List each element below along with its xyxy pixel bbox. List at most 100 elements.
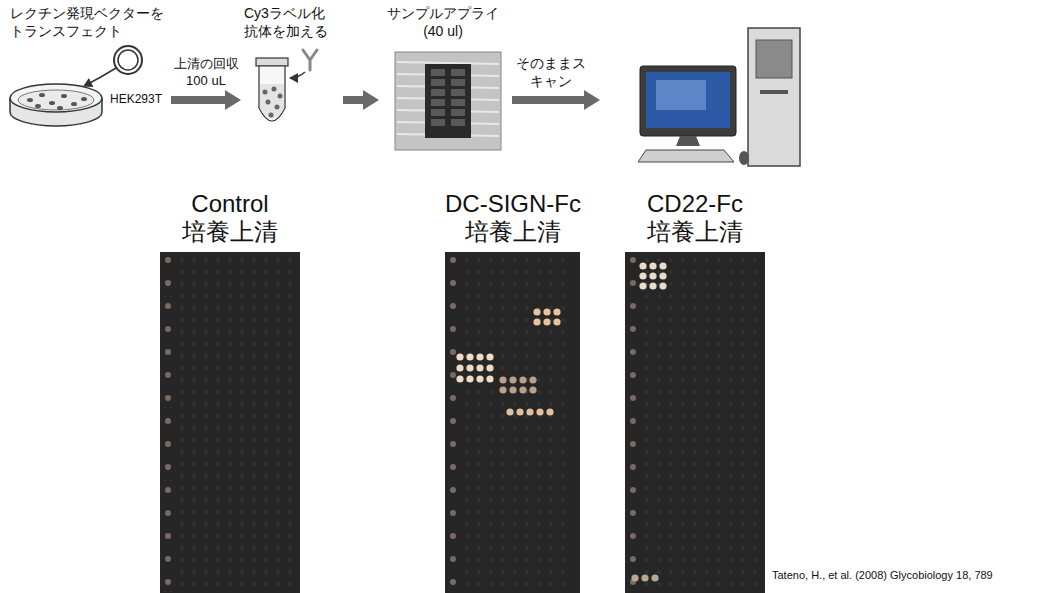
blank-spot bbox=[180, 462, 184, 466]
blank-spot bbox=[264, 486, 268, 490]
blank-spot bbox=[657, 510, 661, 514]
blank-spot bbox=[501, 342, 505, 346]
blank-spot bbox=[549, 582, 553, 586]
step-note: そのままス キャン bbox=[512, 54, 590, 90]
blank-spot bbox=[264, 582, 268, 586]
blank-spot bbox=[537, 426, 541, 430]
blank-spot bbox=[228, 330, 232, 334]
scanner-panel bbox=[756, 40, 792, 78]
bound-spot bbox=[476, 364, 483, 371]
blank-spot bbox=[669, 558, 673, 562]
blank-spot bbox=[753, 498, 757, 502]
blank-spot bbox=[705, 486, 709, 490]
blank-spot bbox=[513, 438, 517, 442]
marker-spot bbox=[450, 280, 456, 286]
blank-spot bbox=[693, 582, 697, 586]
blank-spot bbox=[489, 486, 493, 490]
blank-spot bbox=[525, 294, 529, 298]
blank-spot bbox=[537, 258, 541, 262]
bound-spot bbox=[506, 408, 513, 415]
blank-spot bbox=[204, 306, 208, 310]
bound-spot bbox=[543, 308, 550, 315]
blank-spot bbox=[561, 462, 565, 466]
blank-spot bbox=[180, 318, 184, 322]
marker-spot bbox=[630, 510, 636, 516]
blank-spot bbox=[549, 462, 553, 466]
blank-spot bbox=[477, 570, 481, 574]
blank-spot bbox=[669, 270, 673, 274]
blank-spot bbox=[180, 402, 184, 406]
tube-cap bbox=[256, 58, 288, 66]
blank-spot bbox=[288, 270, 292, 274]
blank-spot bbox=[561, 438, 565, 442]
blank-spot bbox=[204, 366, 208, 370]
bound-spot bbox=[641, 574, 648, 581]
bound-spot bbox=[466, 364, 473, 371]
blank-spot bbox=[489, 258, 493, 262]
blank-spot bbox=[753, 522, 757, 526]
blank-spot bbox=[513, 522, 517, 526]
blank-spot bbox=[252, 342, 256, 346]
blank-spot bbox=[501, 402, 505, 406]
blank-spot bbox=[549, 486, 553, 490]
blank-spot bbox=[465, 474, 469, 478]
blank-spot bbox=[192, 582, 196, 586]
blank-spot bbox=[264, 438, 268, 442]
marker-spot bbox=[165, 395, 171, 401]
dish-top bbox=[10, 84, 102, 112]
array-panel: CD22-Fc 培養上清 bbox=[620, 188, 772, 593]
blank-spot bbox=[681, 342, 685, 346]
blank-spot bbox=[180, 426, 184, 430]
blank-spot bbox=[513, 534, 517, 538]
blank-spot bbox=[240, 378, 244, 382]
blank-spot bbox=[216, 354, 220, 358]
bound-spot bbox=[659, 272, 666, 279]
bound-spot bbox=[456, 353, 463, 360]
blank-spot bbox=[693, 342, 697, 346]
blank-spot bbox=[204, 582, 208, 586]
blank-spot bbox=[276, 534, 280, 538]
blank-spot bbox=[549, 342, 553, 346]
blank-spot bbox=[741, 450, 745, 454]
blank-spot bbox=[240, 534, 244, 538]
blank-spot bbox=[252, 558, 256, 562]
blank-spot bbox=[669, 414, 673, 418]
blank-spot bbox=[228, 318, 232, 322]
blank-spot bbox=[741, 522, 745, 526]
blank-spot bbox=[252, 522, 256, 526]
marker-spot bbox=[630, 487, 636, 493]
blank-spot bbox=[657, 414, 661, 418]
blank-spot bbox=[681, 582, 685, 586]
blank-spot bbox=[693, 570, 697, 574]
marker-spot bbox=[630, 257, 636, 263]
blank-spot bbox=[180, 474, 184, 478]
blank-spot bbox=[264, 306, 268, 310]
blank-spot bbox=[537, 474, 541, 478]
blank-spot bbox=[525, 450, 529, 454]
blank-spot bbox=[561, 486, 565, 490]
blank-spot bbox=[477, 390, 481, 394]
blank-spot bbox=[561, 558, 565, 562]
blank-spot bbox=[204, 462, 208, 466]
blank-spot bbox=[252, 390, 256, 394]
blank-spot bbox=[561, 306, 565, 310]
add-arrow bbox=[290, 72, 305, 78]
blank-spot bbox=[192, 414, 196, 418]
blank-spot bbox=[513, 414, 517, 418]
blank-spot bbox=[717, 426, 721, 430]
screen-window bbox=[656, 80, 706, 110]
blank-spot bbox=[489, 318, 493, 322]
blank-spot bbox=[741, 366, 745, 370]
blank-spot bbox=[240, 354, 244, 358]
blank-spot bbox=[645, 510, 649, 514]
blank-spot bbox=[693, 546, 697, 550]
blank-spot bbox=[465, 534, 469, 538]
bound-spot bbox=[649, 272, 656, 279]
blank-spot bbox=[489, 426, 493, 430]
blank-spot bbox=[513, 426, 517, 430]
blank-spot bbox=[669, 510, 673, 514]
bound-spot bbox=[536, 408, 543, 415]
blank-spot bbox=[252, 414, 256, 418]
blank-spot bbox=[729, 342, 733, 346]
blank-spot bbox=[537, 354, 541, 358]
